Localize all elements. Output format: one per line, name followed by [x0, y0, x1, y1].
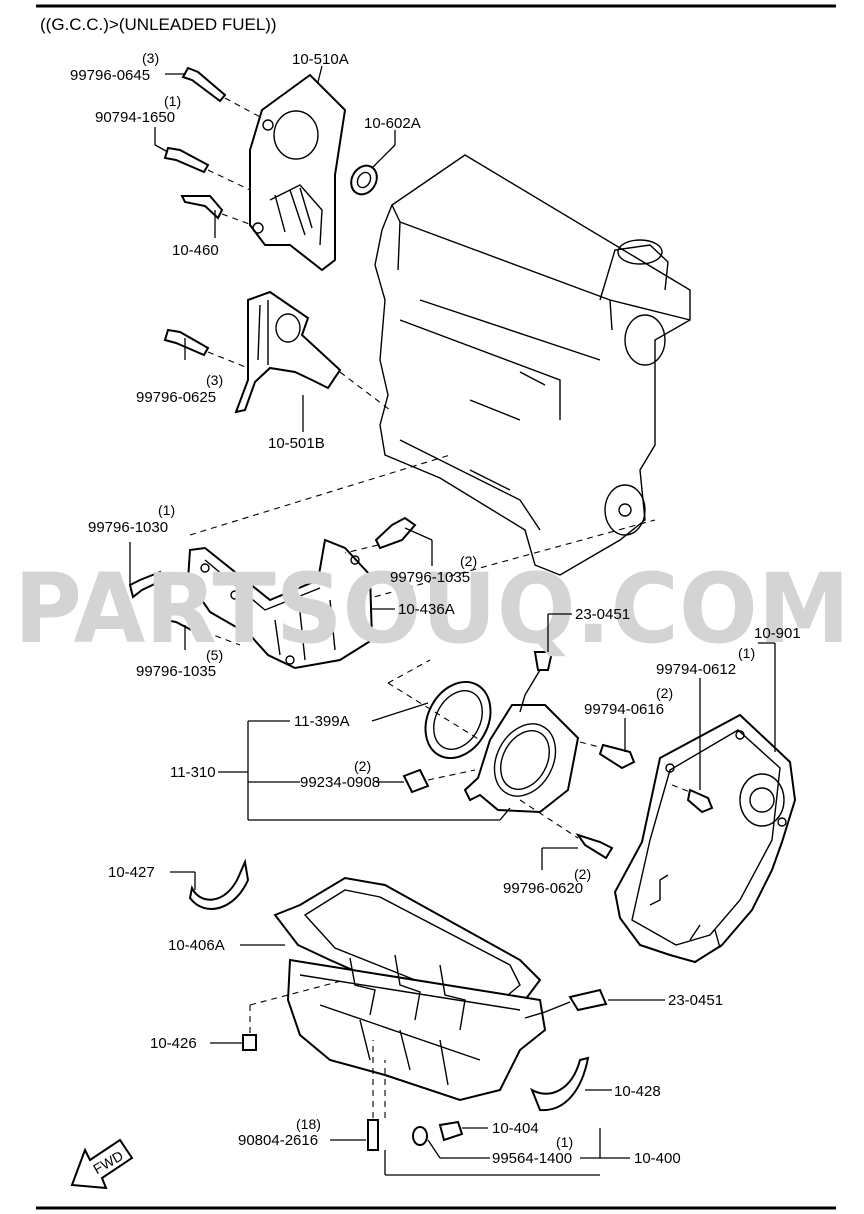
- dowel-99234-0908: [402, 768, 430, 794]
- label-10-436a: 10-436A: [398, 601, 455, 618]
- bolt-99796-1030: [128, 570, 165, 599]
- dash-426-b: [249, 979, 346, 1006]
- qty-99796-0645: (3): [142, 50, 159, 66]
- qty-99794-0612: (1): [738, 645, 755, 661]
- label-99796-0620: 99796-0620: [503, 880, 583, 897]
- qty-90794-1650: (1): [164, 93, 181, 109]
- sensor-23-0451-upper: [519, 651, 554, 713]
- bolt-99794-0616: [598, 743, 636, 770]
- label-90804-2616: 90804-2616: [238, 1132, 318, 1149]
- label-99796-1030: 99796-1030: [88, 519, 168, 536]
- lower-timing-cover: [234, 290, 342, 414]
- dash-dowel: [427, 769, 476, 781]
- engine-block: [374, 154, 691, 576]
- dash-0645: [224, 97, 263, 119]
- label-10-602a: 10-602A: [364, 115, 421, 132]
- label-99564-1400: 99564-1400: [492, 1150, 572, 1167]
- bolt-90794-1650: [163, 146, 210, 174]
- qty-99796-1035-a: (2): [460, 553, 477, 569]
- washer-99564-1400: [412, 1126, 428, 1146]
- bolt-99796-0620: [575, 833, 614, 860]
- dash-0620: [519, 799, 579, 839]
- dash-1650: [207, 169, 251, 191]
- qty-99234-0908: (2): [354, 758, 371, 774]
- label-11-399a: 11-399A: [294, 713, 350, 730]
- label-10-501b: 10-501B: [268, 435, 325, 452]
- dash-460: [221, 213, 253, 226]
- seal-housing: [463, 704, 580, 814]
- label-10-404: 10-404: [492, 1120, 539, 1137]
- label-99796-0625: 99796-0625: [136, 389, 216, 406]
- dash-436a-engine-a: [189, 454, 451, 536]
- dash-436a-engine-b: [289, 519, 656, 621]
- fwd-arrow-icon: FWD: [70, 1138, 134, 1190]
- label-10-901: 10-901: [754, 625, 801, 642]
- plug-10-404: [438, 1120, 464, 1142]
- label-99796-0645: 99796-0645: [70, 67, 150, 84]
- qty-99796-1035-b: (5): [206, 647, 223, 663]
- bracket-10-460: [180, 195, 224, 220]
- qty-99564-1400: (1): [556, 1134, 573, 1150]
- label-23-0451-upper: 23-0451: [575, 606, 630, 623]
- bearing-cap-10-427: [188, 858, 250, 910]
- stiffener-10-436a: [186, 538, 374, 670]
- qty-99796-0625: (3): [206, 372, 223, 388]
- bolt-99796-1035-a: [374, 516, 417, 550]
- leader-lines: [129, 65, 776, 1176]
- label-99234-0908: 99234-0908: [300, 774, 380, 791]
- qty-99794-0616: (2): [656, 685, 673, 701]
- dash-cover-engine: [339, 371, 391, 411]
- label-10-460: 10-460: [172, 242, 219, 259]
- rear-seal-11-399a: [424, 680, 492, 760]
- oil-pan-10-400: [286, 954, 547, 1102]
- bolt-99796-0625: [163, 328, 210, 357]
- label-99796-1035-b: 99796-1035: [136, 663, 216, 680]
- label-10-427: 10-427: [108, 864, 155, 881]
- bearing-cap-10-428: [530, 1056, 590, 1112]
- diagram-header: ((G.C.C.)>(UNLEADED FUEL)): [40, 15, 277, 34]
- qty-99796-1030: (1): [158, 502, 175, 518]
- upper-timing-cover: [249, 73, 347, 272]
- label-90794-1650: 90794-1650: [95, 109, 175, 126]
- label-10-428: 10-428: [614, 1083, 661, 1100]
- dash-1035a: [344, 544, 379, 554]
- sensor-23-0451-lower: [524, 988, 608, 1019]
- bolt-99796-0645: [181, 66, 227, 103]
- bolt-99794-0612: [686, 788, 714, 814]
- drain-plug-10-426: [242, 1034, 257, 1051]
- label-10-426: 10-426: [150, 1035, 197, 1052]
- dash-housing-1: [387, 659, 431, 684]
- dash-0612: [671, 784, 691, 793]
- dash-0616: [579, 741, 604, 749]
- label-10-510a: 10-510A: [292, 51, 349, 68]
- dash-0625: [207, 351, 249, 369]
- bolt-99796-1035-b: [163, 608, 207, 637]
- bolt-90804-2616: [367, 1119, 379, 1151]
- label-11-310: 11-310: [170, 764, 216, 781]
- qty-99796-0620: (2): [574, 866, 591, 882]
- label-99796-1035-a: 99796-1035: [390, 569, 470, 586]
- label-10-400: 10-400: [634, 1150, 681, 1167]
- label-23-0451-lower: 23-0451: [668, 992, 723, 1009]
- dash-housing-2: [387, 682, 481, 741]
- label-99794-0616: 99794-0616: [584, 701, 664, 718]
- oil-seal-10-602a: [350, 164, 378, 196]
- qty-90804-2616: (18): [296, 1116, 321, 1132]
- label-10-406a: 10-406A: [168, 937, 225, 954]
- end-plate-10-901: [613, 713, 797, 964]
- watermark-text: PARTSOUQ.COM: [14, 553, 850, 665]
- label-99794-0612: 99794-0612: [656, 661, 736, 678]
